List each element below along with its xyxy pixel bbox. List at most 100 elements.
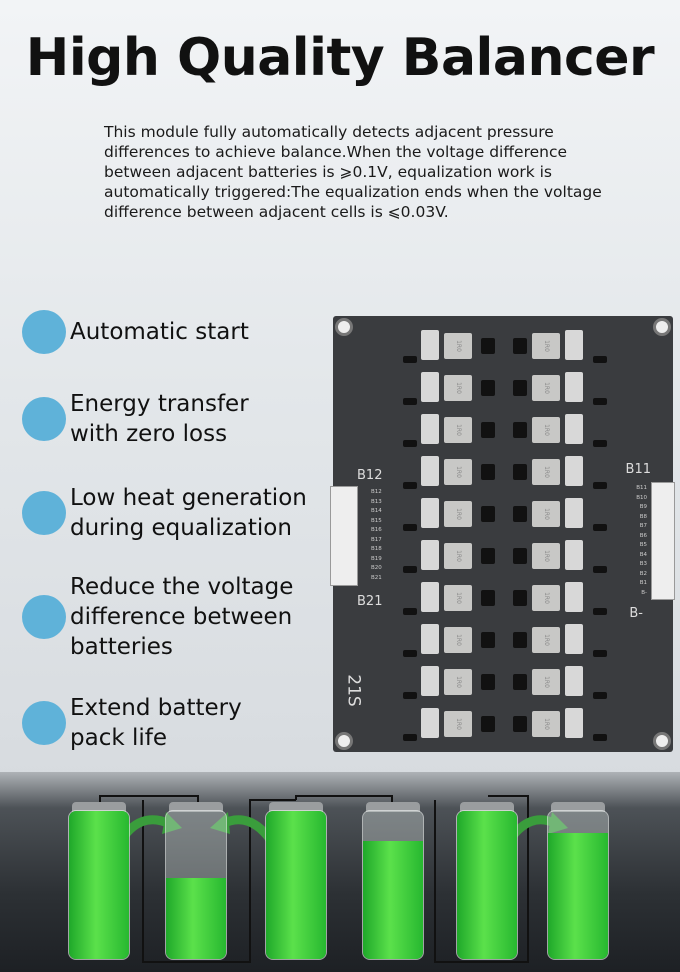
battery-charge-level [363, 840, 423, 959]
pin-label: B13 [371, 498, 382, 505]
pin-label: B5 [639, 542, 647, 548]
model-label: 21S [343, 674, 364, 707]
right-connector [651, 482, 675, 600]
pin-label: B2 [639, 570, 647, 577]
chip [481, 338, 495, 354]
battery-cap [460, 802, 514, 812]
inductor: 1R0 [444, 711, 472, 737]
pin-label: B19 [371, 555, 382, 562]
feature-item: Energy transfer with zero loss [22, 389, 249, 449]
feature-item: Reduce the voltage difference between ba… [22, 572, 293, 662]
label-b21: B21 [357, 594, 383, 609]
chip [481, 464, 495, 480]
capacitor [421, 624, 439, 654]
pin-label: B14 [371, 508, 382, 514]
battery-icon [68, 810, 130, 960]
battery-icon [362, 810, 424, 960]
pin-label: B11 [636, 485, 647, 491]
inductor: 1R0 [444, 543, 472, 569]
chip [481, 548, 495, 564]
capacitor [421, 456, 439, 486]
diode [593, 692, 607, 699]
capacitor [421, 708, 439, 738]
bullet-dot-icon [22, 701, 66, 745]
pin-label: B7 [639, 523, 647, 529]
capacitor [421, 414, 439, 444]
page-title: High Quality Balancer [25, 28, 655, 88]
chip [481, 716, 495, 732]
pin-label: B20 [371, 565, 382, 571]
capacitor [565, 540, 583, 570]
mount-hole-icon [653, 732, 671, 750]
battery-charge-level [266, 811, 326, 959]
pin-label: B10 [636, 494, 647, 501]
diode [403, 566, 417, 573]
chip [513, 548, 527, 564]
capacitor [421, 540, 439, 570]
chip [481, 506, 495, 522]
pin-label: B6 [639, 532, 647, 539]
capacitor [565, 456, 583, 486]
chip [513, 632, 527, 648]
feature-item: Extend battery pack life [22, 693, 242, 753]
chip [481, 674, 495, 690]
inductor: 1R0 [444, 585, 472, 611]
chip [513, 716, 527, 732]
chip [481, 632, 495, 648]
capacitor [421, 330, 439, 360]
inductor: 1R0 [532, 711, 560, 737]
pin-label: B21 [371, 574, 382, 581]
pin-label: B3 [639, 561, 647, 567]
diode [593, 482, 607, 489]
diode [593, 650, 607, 657]
label-b12: B12 [357, 468, 383, 483]
diode [593, 398, 607, 405]
inductor: 1R0 [444, 669, 472, 695]
battery-icon [547, 810, 609, 960]
inductor: 1R0 [532, 627, 560, 653]
inductor: 1R0 [532, 375, 560, 401]
chip [513, 422, 527, 438]
diode [593, 440, 607, 447]
battery-charge-level [548, 833, 608, 959]
diode [403, 440, 417, 447]
feature-text: Reduce the voltage difference between ba… [70, 574, 294, 660]
capacitor [565, 498, 583, 528]
battery-charge-level [457, 811, 517, 959]
feature-item: Low heat generation during equalization [22, 483, 307, 543]
diode [403, 692, 417, 699]
capacitor [421, 666, 439, 696]
diode [403, 356, 417, 363]
battery-cap [72, 802, 126, 812]
diode [403, 482, 417, 489]
inductor: 1R0 [532, 585, 560, 611]
battery-charge-level [166, 877, 226, 959]
diode [593, 524, 607, 531]
diode [593, 734, 607, 741]
inductor: 1R0 [532, 669, 560, 695]
feature-item: Automatic start [22, 310, 249, 354]
diode [593, 566, 607, 573]
feature-text: Extend battery pack life [70, 695, 242, 751]
battery-charge-level [69, 811, 129, 959]
inductor: 1R0 [444, 417, 472, 443]
diode [403, 608, 417, 615]
pin-label: B18 [371, 546, 382, 552]
battery-icon [456, 810, 518, 960]
inductor: 1R0 [532, 501, 560, 527]
diode [403, 524, 417, 531]
feature-text: Energy transfer with zero loss [70, 391, 249, 447]
chip [513, 506, 527, 522]
pin-label: B4 [639, 551, 647, 558]
pin-label: B12 [371, 489, 382, 495]
capacitor [565, 708, 583, 738]
inductor: 1R0 [444, 375, 472, 401]
bullet-dot-icon [22, 310, 66, 354]
chip [513, 380, 527, 396]
capacitor [565, 414, 583, 444]
inductor: 1R0 [444, 459, 472, 485]
battery-cap [169, 802, 223, 812]
battery-icon [165, 810, 227, 960]
